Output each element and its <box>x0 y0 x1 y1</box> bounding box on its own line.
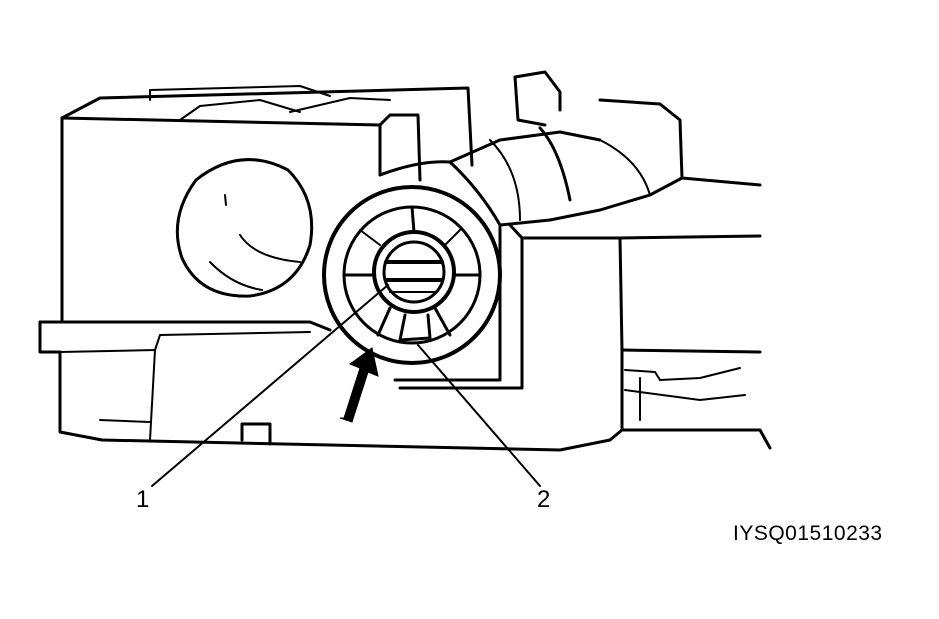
round-cover <box>175 158 314 298</box>
camshaft <box>378 126 684 227</box>
shaft-end-plug <box>322 185 502 365</box>
bold-arrow-icon <box>339 347 379 423</box>
callout-label-1: 1 <box>136 486 150 513</box>
leader-lines <box>151 284 541 487</box>
leader-line-2 <box>417 344 541 487</box>
housing-body <box>38 70 772 452</box>
leader-line-1 <box>151 284 389 487</box>
callout-label-2: 2 <box>537 486 551 513</box>
figure-code: IYSQ01510233 <box>733 522 883 545</box>
